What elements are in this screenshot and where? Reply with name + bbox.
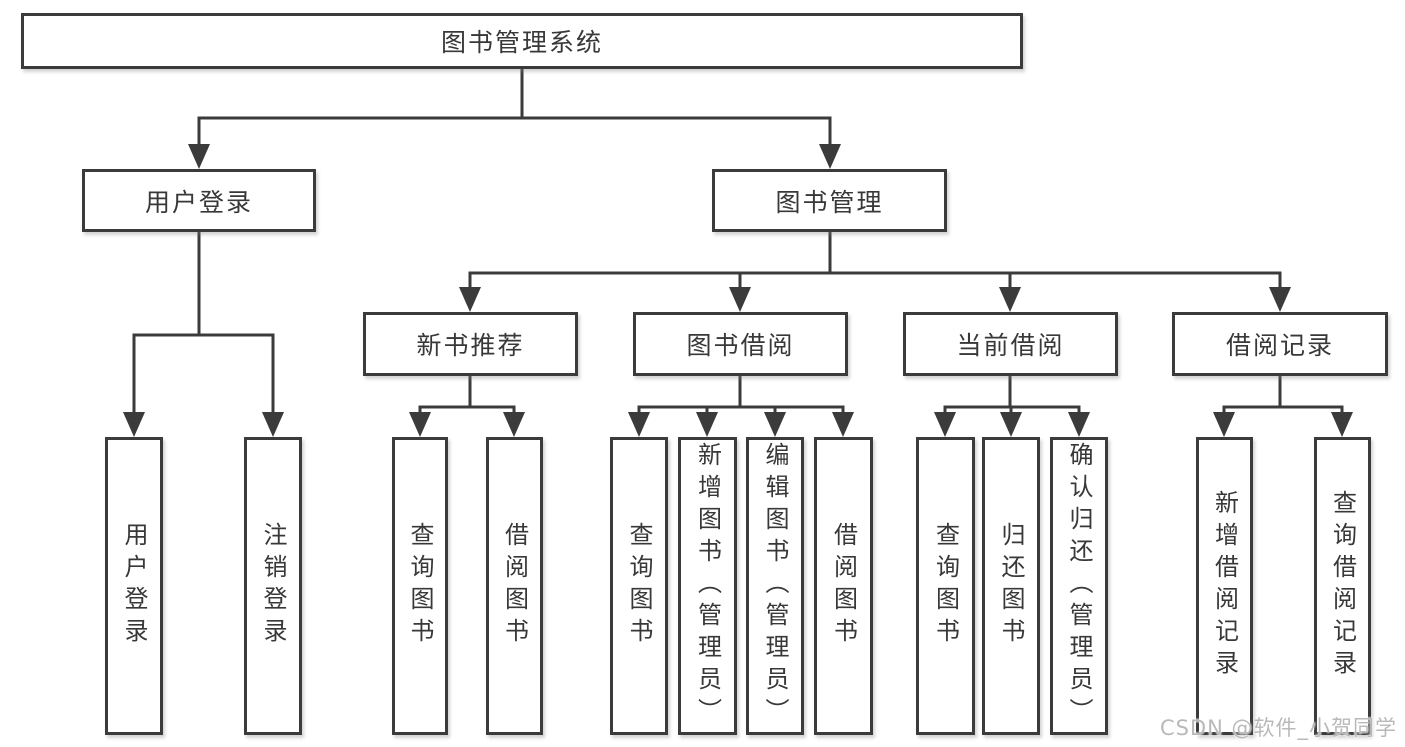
node-current-borrowing: 当前借阅 xyxy=(903,312,1118,376)
leaf-records-query-record-label: 查询借阅记录 xyxy=(1328,490,1357,682)
node-book-borrowing-label: 图书借阅 xyxy=(686,331,795,360)
leaf-records-add-record-label: 新增借阅记录 xyxy=(1210,490,1239,682)
leaf-recommend-borrow-books-label: 借阅图书 xyxy=(500,522,529,650)
leaf-user-login-label: 用户登录 xyxy=(120,522,148,650)
leaf-borrowing-borrow-books-label: 借阅图书 xyxy=(829,522,858,650)
leaf-borrowing-add-books: 新增图书（管理员） xyxy=(678,437,737,735)
leaf-borrowing-add-books-label: 新增图书（管理员） xyxy=(693,442,722,730)
node-user-login-label: 用户登录 xyxy=(144,187,253,217)
connector-paths xyxy=(132,69,1344,414)
leaf-current-confirm-return-label: 确认归还（管理员） xyxy=(1065,442,1093,730)
node-book-management-label: 图书管理 xyxy=(775,187,884,217)
node-borrowing-records: 借阅记录 xyxy=(1172,312,1388,376)
leaf-borrowing-query-books-label: 查询图书 xyxy=(625,522,653,650)
node-book-borrowing: 图书借阅 xyxy=(633,312,848,376)
node-borrowing-records-label: 借阅记录 xyxy=(1225,331,1334,360)
leaf-current-return-books: 归还图书 xyxy=(982,437,1040,735)
leaf-current-query-books: 查询图书 xyxy=(916,437,975,735)
leaf-records-query-record: 查询借阅记录 xyxy=(1314,437,1371,735)
leaf-logout-label: 注销登录 xyxy=(259,522,287,650)
leaf-borrowing-edit-books: 编辑图书（管理员） xyxy=(746,437,804,735)
leaf-current-query-books-label: 查询图书 xyxy=(931,522,960,650)
node-book-management: 图书管理 xyxy=(712,169,947,232)
node-new-book-recommend-label: 新书推荐 xyxy=(416,331,525,360)
watermark: CSDN @软件_小贺同学 xyxy=(1160,716,1398,740)
arrowheads xyxy=(123,144,1353,437)
leaf-borrowing-borrow-books: 借阅图书 xyxy=(814,437,873,735)
leaf-current-confirm-return: 确认归还（管理员） xyxy=(1050,437,1108,735)
leaf-logout: 注销登录 xyxy=(244,437,302,735)
leaf-current-return-books-label: 归还图书 xyxy=(997,522,1025,650)
node-new-book-recommend: 新书推荐 xyxy=(363,312,578,376)
node-root-label: 图书管理系统 xyxy=(440,28,603,57)
node-current-borrowing-label: 当前借阅 xyxy=(956,331,1065,360)
leaf-borrowing-edit-books-label: 编辑图书（管理员） xyxy=(761,442,789,730)
leaf-user-login: 用户登录 xyxy=(105,437,163,735)
node-root: 图书管理系统 xyxy=(21,13,1023,69)
node-user-login: 用户登录 xyxy=(82,169,316,232)
leaf-recommend-query-books-label: 查询图书 xyxy=(406,522,434,650)
leaf-recommend-query-books: 查询图书 xyxy=(392,437,448,735)
leaf-records-add-record: 新增借阅记录 xyxy=(1196,437,1253,735)
leaf-borrowing-query-books: 查询图书 xyxy=(610,437,668,735)
leaf-recommend-borrow-books: 借阅图书 xyxy=(486,437,543,735)
